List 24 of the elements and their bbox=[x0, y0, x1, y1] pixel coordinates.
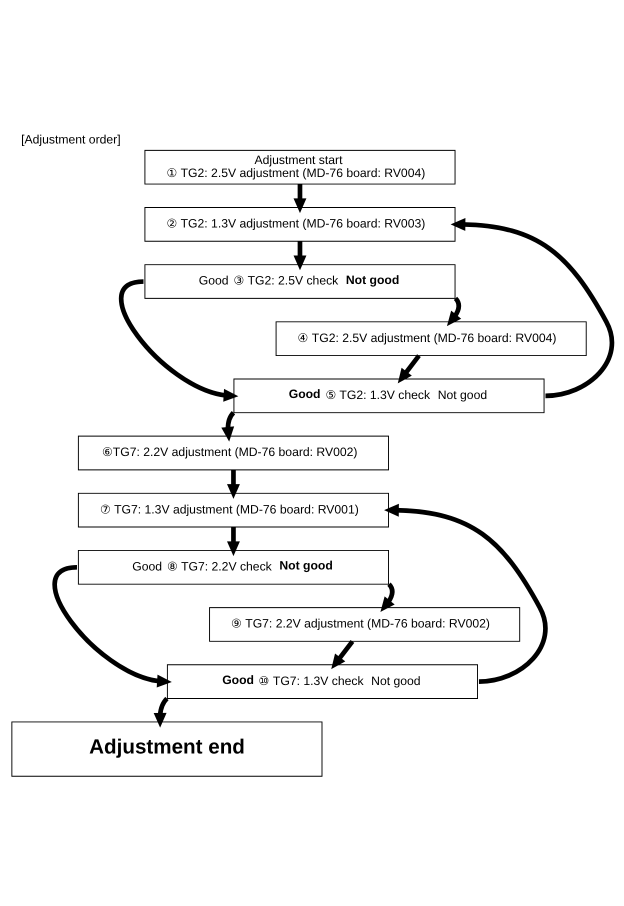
arrow bbox=[294, 241, 306, 270]
node-box: Adjustment end bbox=[11, 721, 322, 777]
arrow bbox=[446, 296, 462, 326]
arrow bbox=[221, 411, 236, 442]
arrow bbox=[331, 640, 354, 670]
node-box: ⑦ TG7: 1.3V adjustment (MD-76 board: RV001) bbox=[78, 492, 389, 528]
node-box: ④ TG2: 2.5V adjustment (MD-76 board: RV004) bbox=[276, 321, 587, 356]
node-box: Good ⑤ TG2: 1.3V check Not good bbox=[233, 378, 545, 414]
arrow bbox=[450, 218, 614, 398]
arrow bbox=[398, 354, 421, 384]
arrow bbox=[384, 504, 548, 684]
arrow bbox=[227, 527, 240, 556]
arrow bbox=[380, 582, 395, 612]
arrow bbox=[154, 696, 169, 728]
node-box: Good ⑩ TG7: 1.3V check Not good bbox=[166, 664, 478, 699]
arrow bbox=[294, 184, 306, 214]
node-box: ② TG2: 1.3V adjustment (MD-76 board: RV003) bbox=[144, 207, 456, 242]
node-box: ⑨ TG7: 2.2V adjustment (MD-76 board: RV002) bbox=[209, 607, 520, 642]
node-box: Good ③ TG2: 2.5V check Not good bbox=[144, 264, 456, 299]
node-box: Adjustment start ① TG2: 2.5V adjustment (MD-76 board: RV004) bbox=[144, 150, 456, 185]
node-box: ⑥TG7: 2.2V adjustment (MD-76 board: RV002) bbox=[78, 436, 389, 470]
diagram-title: [Adjustment order] bbox=[21, 132, 121, 146]
node-box: Good ⑧ TG7: 2.2V check Not good bbox=[78, 550, 389, 585]
arrow bbox=[227, 470, 240, 499]
